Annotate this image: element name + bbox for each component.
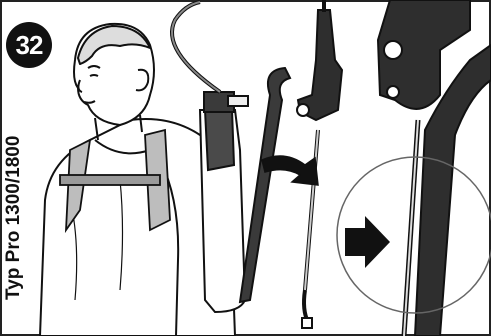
model-label: Typ Pro 1300/1800: [2, 70, 26, 300]
step-number-badge: 32: [6, 22, 52, 68]
sprayer-tank: [200, 92, 248, 312]
right-arrow-icon: [345, 216, 390, 268]
curved-arrow-icon: [262, 156, 318, 185]
